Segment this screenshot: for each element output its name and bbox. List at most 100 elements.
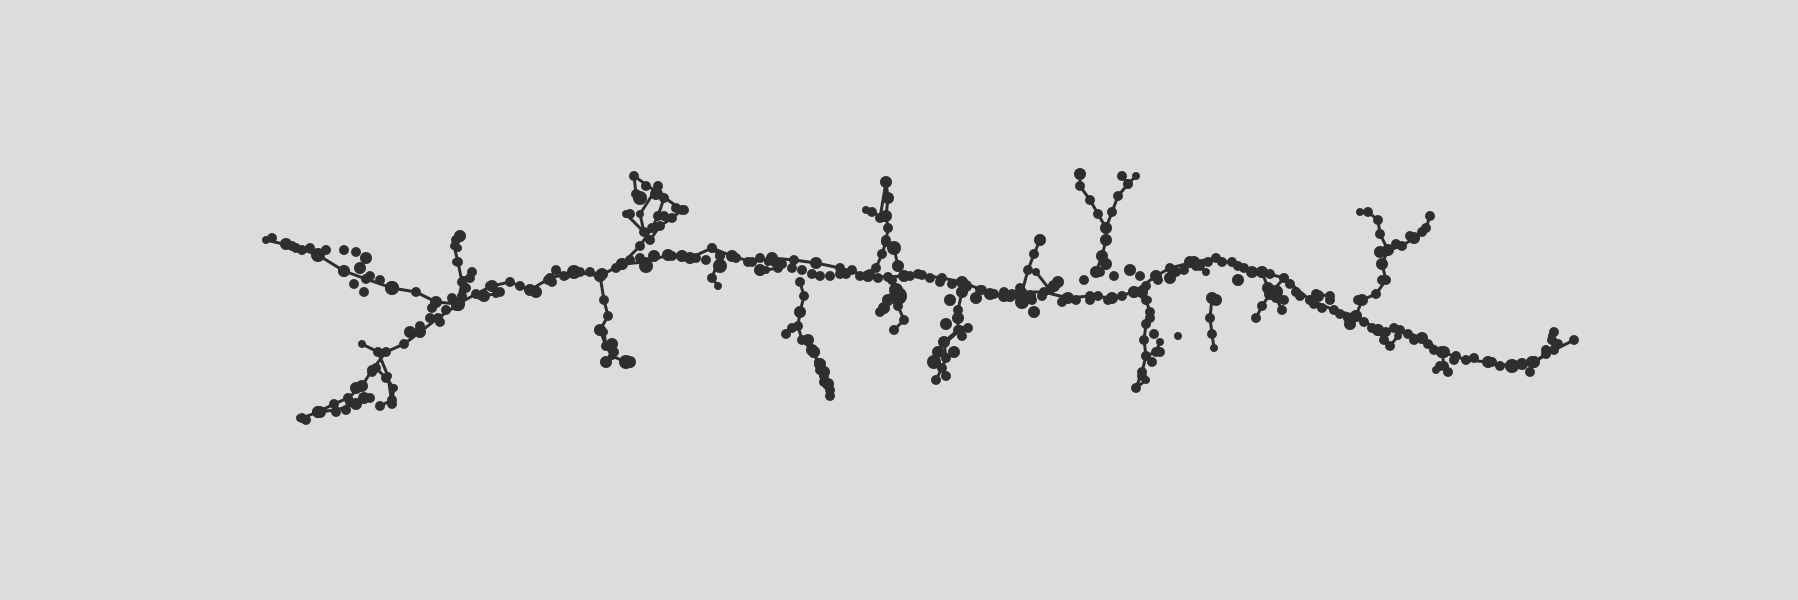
- bead: [373, 347, 383, 357]
- bead: [1246, 266, 1258, 278]
- bead: [1203, 257, 1213, 267]
- bead: [1171, 267, 1181, 277]
- bead: [963, 323, 973, 333]
- bead: [1139, 335, 1149, 345]
- bead: [485, 281, 495, 291]
- bead: [600, 328, 608, 336]
- bead: [1131, 383, 1141, 393]
- bead: [1549, 327, 1559, 337]
- bead: [1141, 281, 1151, 291]
- bead: [862, 206, 870, 214]
- bead: [1373, 215, 1383, 225]
- bead: [1232, 274, 1244, 286]
- bead: [611, 263, 621, 273]
- bead: [659, 211, 669, 221]
- bead: [367, 367, 377, 377]
- bead: [1117, 171, 1127, 181]
- bead: [953, 305, 963, 315]
- bead: [385, 281, 399, 295]
- bead: [625, 209, 635, 219]
- bead: [957, 331, 967, 341]
- bead: [671, 203, 681, 213]
- bead: [305, 243, 315, 253]
- bead: [1385, 341, 1395, 351]
- bead: [435, 317, 445, 327]
- bead: [1389, 323, 1399, 333]
- bead: [1377, 275, 1387, 285]
- bead: [815, 271, 825, 281]
- bead: [559, 271, 569, 281]
- bead: [505, 277, 515, 287]
- bead: [267, 233, 277, 243]
- bead: [1343, 313, 1353, 323]
- bead: [799, 291, 809, 301]
- bead: [1101, 223, 1111, 233]
- bead: [1417, 227, 1427, 237]
- bead: [375, 401, 385, 411]
- bead: [1028, 306, 1040, 318]
- bead: [1079, 275, 1089, 285]
- bead: [913, 269, 923, 279]
- bead: [883, 223, 893, 233]
- bead: [899, 315, 909, 325]
- bead: [341, 405, 351, 415]
- bead: [1376, 258, 1388, 270]
- bead: [599, 295, 609, 305]
- bead: [648, 250, 660, 262]
- bead: [941, 353, 951, 363]
- bead: [635, 241, 645, 251]
- bead: [297, 245, 307, 255]
- bead: [1174, 332, 1182, 340]
- bead: [1144, 296, 1152, 304]
- bead: [650, 188, 662, 200]
- bead: [825, 271, 835, 281]
- bead: [787, 263, 797, 273]
- bead: [713, 259, 727, 273]
- bead: [1123, 179, 1133, 189]
- bead: [1153, 275, 1163, 285]
- bead: [1093, 209, 1103, 219]
- bead: [1032, 268, 1040, 276]
- bead: [1394, 332, 1402, 340]
- bead: [495, 287, 505, 297]
- bead: [1251, 313, 1261, 323]
- bead: [441, 305, 451, 315]
- bead: [882, 192, 894, 204]
- bead: [547, 277, 557, 287]
- bead: [339, 245, 349, 255]
- bead: [1257, 301, 1267, 311]
- bead: [825, 391, 835, 401]
- bead: [1037, 291, 1047, 301]
- bead: [952, 312, 964, 324]
- bead: [970, 292, 982, 304]
- bead: [1227, 257, 1237, 267]
- bead: [1429, 345, 1439, 355]
- bead: [1405, 231, 1415, 241]
- bead: [1469, 353, 1479, 363]
- bead: [875, 307, 885, 317]
- bead: [1085, 295, 1095, 305]
- bead: [585, 267, 595, 277]
- bead: [427, 303, 437, 313]
- bead: [754, 264, 766, 276]
- bead: [1435, 361, 1445, 371]
- bead: [989, 289, 999, 299]
- bead: [1381, 327, 1391, 337]
- bead: [1438, 346, 1450, 358]
- bead: [624, 356, 636, 368]
- bead: [345, 397, 355, 407]
- bead: [1256, 266, 1268, 278]
- bead: [530, 286, 542, 298]
- bead: [1312, 290, 1324, 302]
- bead: [882, 294, 894, 306]
- bead: [1149, 329, 1159, 339]
- bead: [354, 262, 366, 274]
- bead: [731, 253, 741, 263]
- bead: [847, 265, 857, 275]
- bead: [639, 227, 649, 237]
- bead: [787, 323, 797, 333]
- bead: [1525, 367, 1535, 377]
- bead: [451, 235, 461, 245]
- bead: [802, 334, 814, 346]
- bead: [1363, 207, 1373, 217]
